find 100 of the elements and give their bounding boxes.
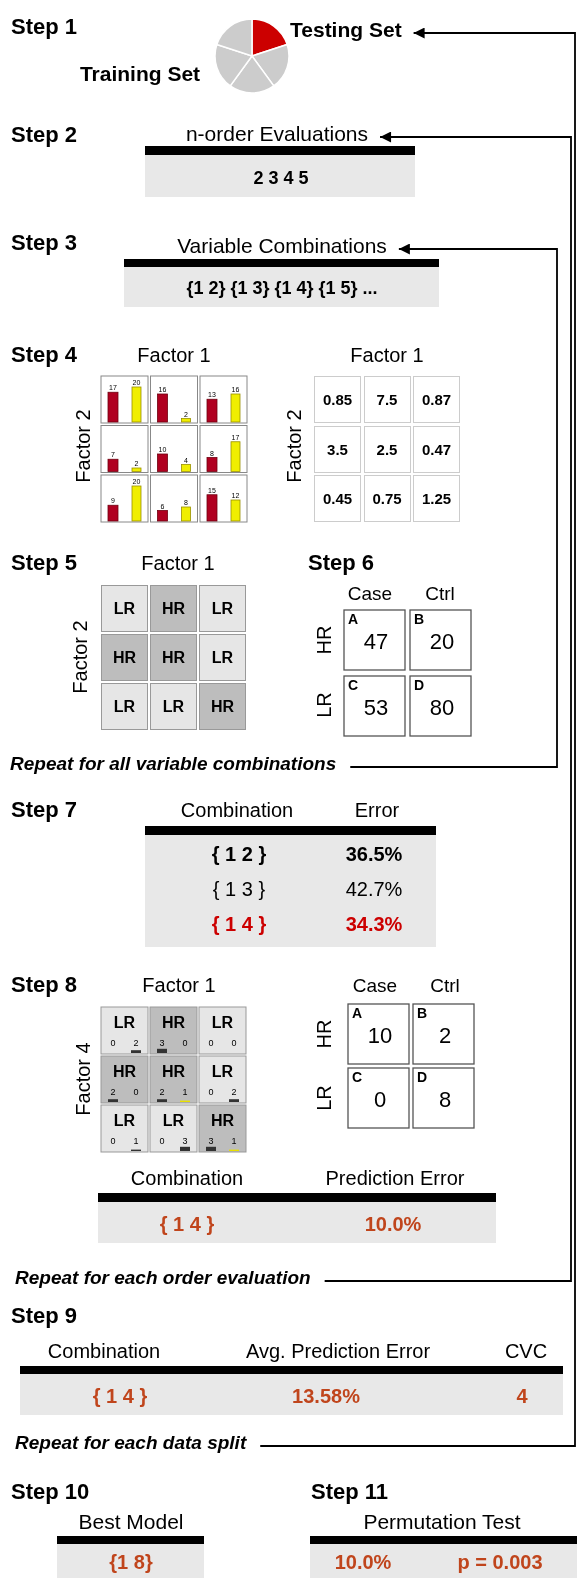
- set-label: Training Set: [79, 62, 201, 84]
- table-cell: {1 8}: [109, 1552, 153, 1572]
- ratio-cell: 0.47: [413, 425, 460, 473]
- column-header: Ctrl: [430, 975, 460, 995]
- cell-count-small: 0: [208, 1038, 214, 1048]
- table-heading: n-order Evaluations: [185, 122, 369, 144]
- risk-cell: HR: [101, 634, 148, 681]
- cell-count-small: 1: [182, 1087, 188, 1097]
- set-label: Testing Set: [290, 18, 402, 40]
- risk-label: LR: [162, 1113, 185, 1129]
- step-label: Step 10: [11, 1481, 90, 1503]
- step-label: Step 6: [308, 552, 375, 574]
- column-header: Avg. Prediction Error: [245, 1341, 431, 1361]
- table-cell: 4: [516, 1386, 528, 1406]
- axis-label: Factor 2: [73, 409, 93, 483]
- step-label: Step 7: [11, 799, 78, 821]
- ratio-cell: 3.5: [314, 425, 361, 473]
- risk-cell: LR: [199, 585, 246, 632]
- cell-letter: D: [417, 1070, 428, 1084]
- cell-count-small: 1: [133, 1136, 139, 1146]
- table-cell: {1 2} {1 3} {1 4} {1 5} ...: [186, 279, 378, 297]
- cell-count-small: 0: [133, 1087, 139, 1097]
- step-label: Step 5: [11, 552, 78, 574]
- column-header: Case: [347, 583, 393, 603]
- cell-count: 53: [363, 697, 389, 719]
- table-cell: { 1 2 }: [211, 844, 267, 864]
- cell-count: 20: [429, 631, 455, 653]
- risk-label: LR: [211, 1015, 234, 1031]
- risk-label: HR: [112, 1064, 137, 1080]
- risk-label: LR: [113, 1015, 136, 1031]
- step-label: Step 4: [11, 344, 78, 366]
- ratio-cell: 0.45: [314, 475, 361, 522]
- row-header: LR: [314, 1085, 334, 1111]
- axis-label: Factor 2: [284, 409, 304, 483]
- cell-count: 8: [438, 1089, 452, 1111]
- cell-count: 2: [438, 1025, 452, 1047]
- step-label: Step 2: [11, 124, 78, 146]
- table-cell: { 1 4 }: [159, 1214, 215, 1234]
- cell-count-small: 0: [110, 1136, 116, 1146]
- cell-letter: C: [352, 1070, 363, 1084]
- column-header: Combination: [180, 800, 294, 820]
- cell-letter: D: [414, 678, 425, 692]
- risk-cell: LR: [101, 683, 148, 730]
- ratio-cell: 0.75: [363, 475, 411, 522]
- cell-count: 80: [429, 697, 455, 719]
- cell-count: 0: [373, 1089, 387, 1111]
- feedback-arrow: [349, 243, 558, 768]
- column-header: Error: [354, 800, 400, 820]
- table-cell: p = 0.003: [457, 1552, 543, 1572]
- cell-letter: A: [352, 1006, 363, 1020]
- table-cell: 36.5%: [345, 844, 403, 864]
- risk-label: HR: [161, 1064, 186, 1080]
- risk-cell: HR: [150, 585, 197, 632]
- ratio-cell: 7.5: [363, 376, 411, 423]
- table-cell: { 1 4 }: [211, 914, 267, 934]
- step-label: Step 8: [11, 974, 78, 996]
- ratio-cell: 0.85: [314, 376, 361, 423]
- cell-count-small: 0: [159, 1136, 165, 1146]
- repeat-note: Repeat for each order evaluation: [15, 1267, 311, 1287]
- cell-count-small: 2: [110, 1087, 116, 1097]
- risk-label: HR: [161, 1015, 186, 1031]
- risk-label: LR: [211, 1064, 234, 1080]
- step-label: Step 3: [11, 232, 78, 254]
- axis-label: Factor 4: [73, 1042, 93, 1116]
- step-label: Step 9: [11, 1305, 78, 1327]
- repeat-note: Repeat for each data split: [15, 1432, 247, 1452]
- repeat-note: Repeat for all variable combinations: [10, 753, 337, 773]
- table-cell: 10.0%: [364, 1214, 422, 1234]
- column-header: CVC: [504, 1341, 548, 1361]
- axis-label: Factor 1: [142, 975, 216, 995]
- risk-cell: HR: [199, 683, 246, 730]
- cell-count-small: 0: [110, 1038, 116, 1048]
- risk-cell: HR: [150, 634, 197, 681]
- axis-label: Factor 1: [141, 553, 215, 573]
- risk-cell: LR: [101, 585, 148, 632]
- table-cell: 34.3%: [345, 914, 403, 934]
- table-heading: Variable Combinations: [177, 234, 387, 256]
- cell-count: 47: [363, 631, 389, 653]
- table-cell: { 1 4 }: [92, 1386, 148, 1406]
- step-label: Step 1: [11, 16, 78, 38]
- column-header: Combination: [47, 1341, 161, 1361]
- table-heading: Permutation Test: [363, 1510, 521, 1532]
- row-header: HR: [314, 625, 334, 655]
- cell-count-small: 2: [159, 1087, 165, 1097]
- cell-count-small: 0: [182, 1038, 188, 1048]
- cell-count-small: 3: [159, 1038, 165, 1048]
- table-cell: { 1 3 }: [212, 879, 266, 899]
- column-header: Prediction Error: [325, 1168, 465, 1188]
- cell-count-small: 3: [182, 1136, 188, 1146]
- cell-letter: A: [348, 612, 359, 626]
- axis-label: Factor 2: [70, 620, 90, 694]
- table-cell: 13.58%: [292, 1386, 360, 1406]
- cell-count: 10: [367, 1025, 393, 1047]
- row-header: HR: [314, 1019, 334, 1049]
- cell-count-small: 2: [133, 1038, 139, 1048]
- axis-label: Factor 1: [350, 345, 424, 365]
- feedback-arrow: [259, 27, 576, 1447]
- column-header: Ctrl: [425, 583, 455, 603]
- cell-count-small: 2: [231, 1087, 237, 1097]
- cell-count-small: 0: [208, 1087, 214, 1097]
